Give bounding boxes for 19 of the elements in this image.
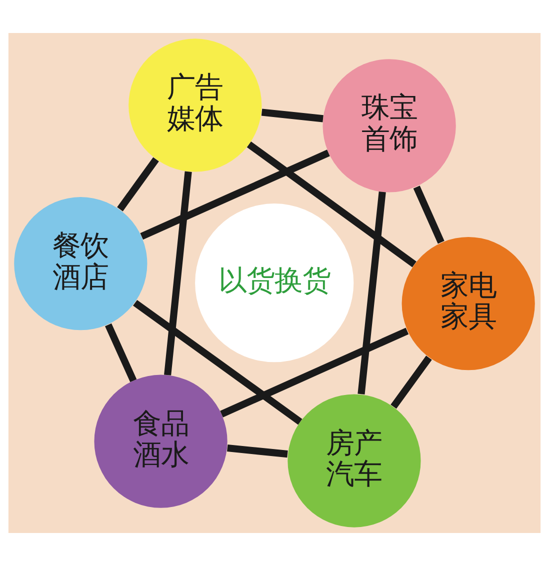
connector: [261, 108, 324, 122]
connector: [390, 355, 432, 408]
node-circle: 食品酒水: [94, 374, 228, 508]
connector: [117, 156, 159, 211]
connector: [133, 299, 302, 424]
connector: [164, 170, 192, 375]
connector: [358, 191, 386, 394]
node-circle: 珠宝首饰: [322, 58, 456, 192]
connector: [105, 322, 137, 382]
connector: [140, 149, 330, 240]
connector: [413, 185, 444, 244]
node-circle: 广告媒体: [128, 38, 262, 172]
node-circle: 家电家具: [402, 236, 535, 370]
connector: [227, 444, 288, 458]
node-circle: 房产汽车: [288, 394, 421, 527]
connector: [220, 327, 409, 417]
node-circle: 餐饮酒店: [14, 196, 148, 330]
connector: [246, 140, 416, 267]
node-circle: 以货换货: [195, 203, 354, 362]
